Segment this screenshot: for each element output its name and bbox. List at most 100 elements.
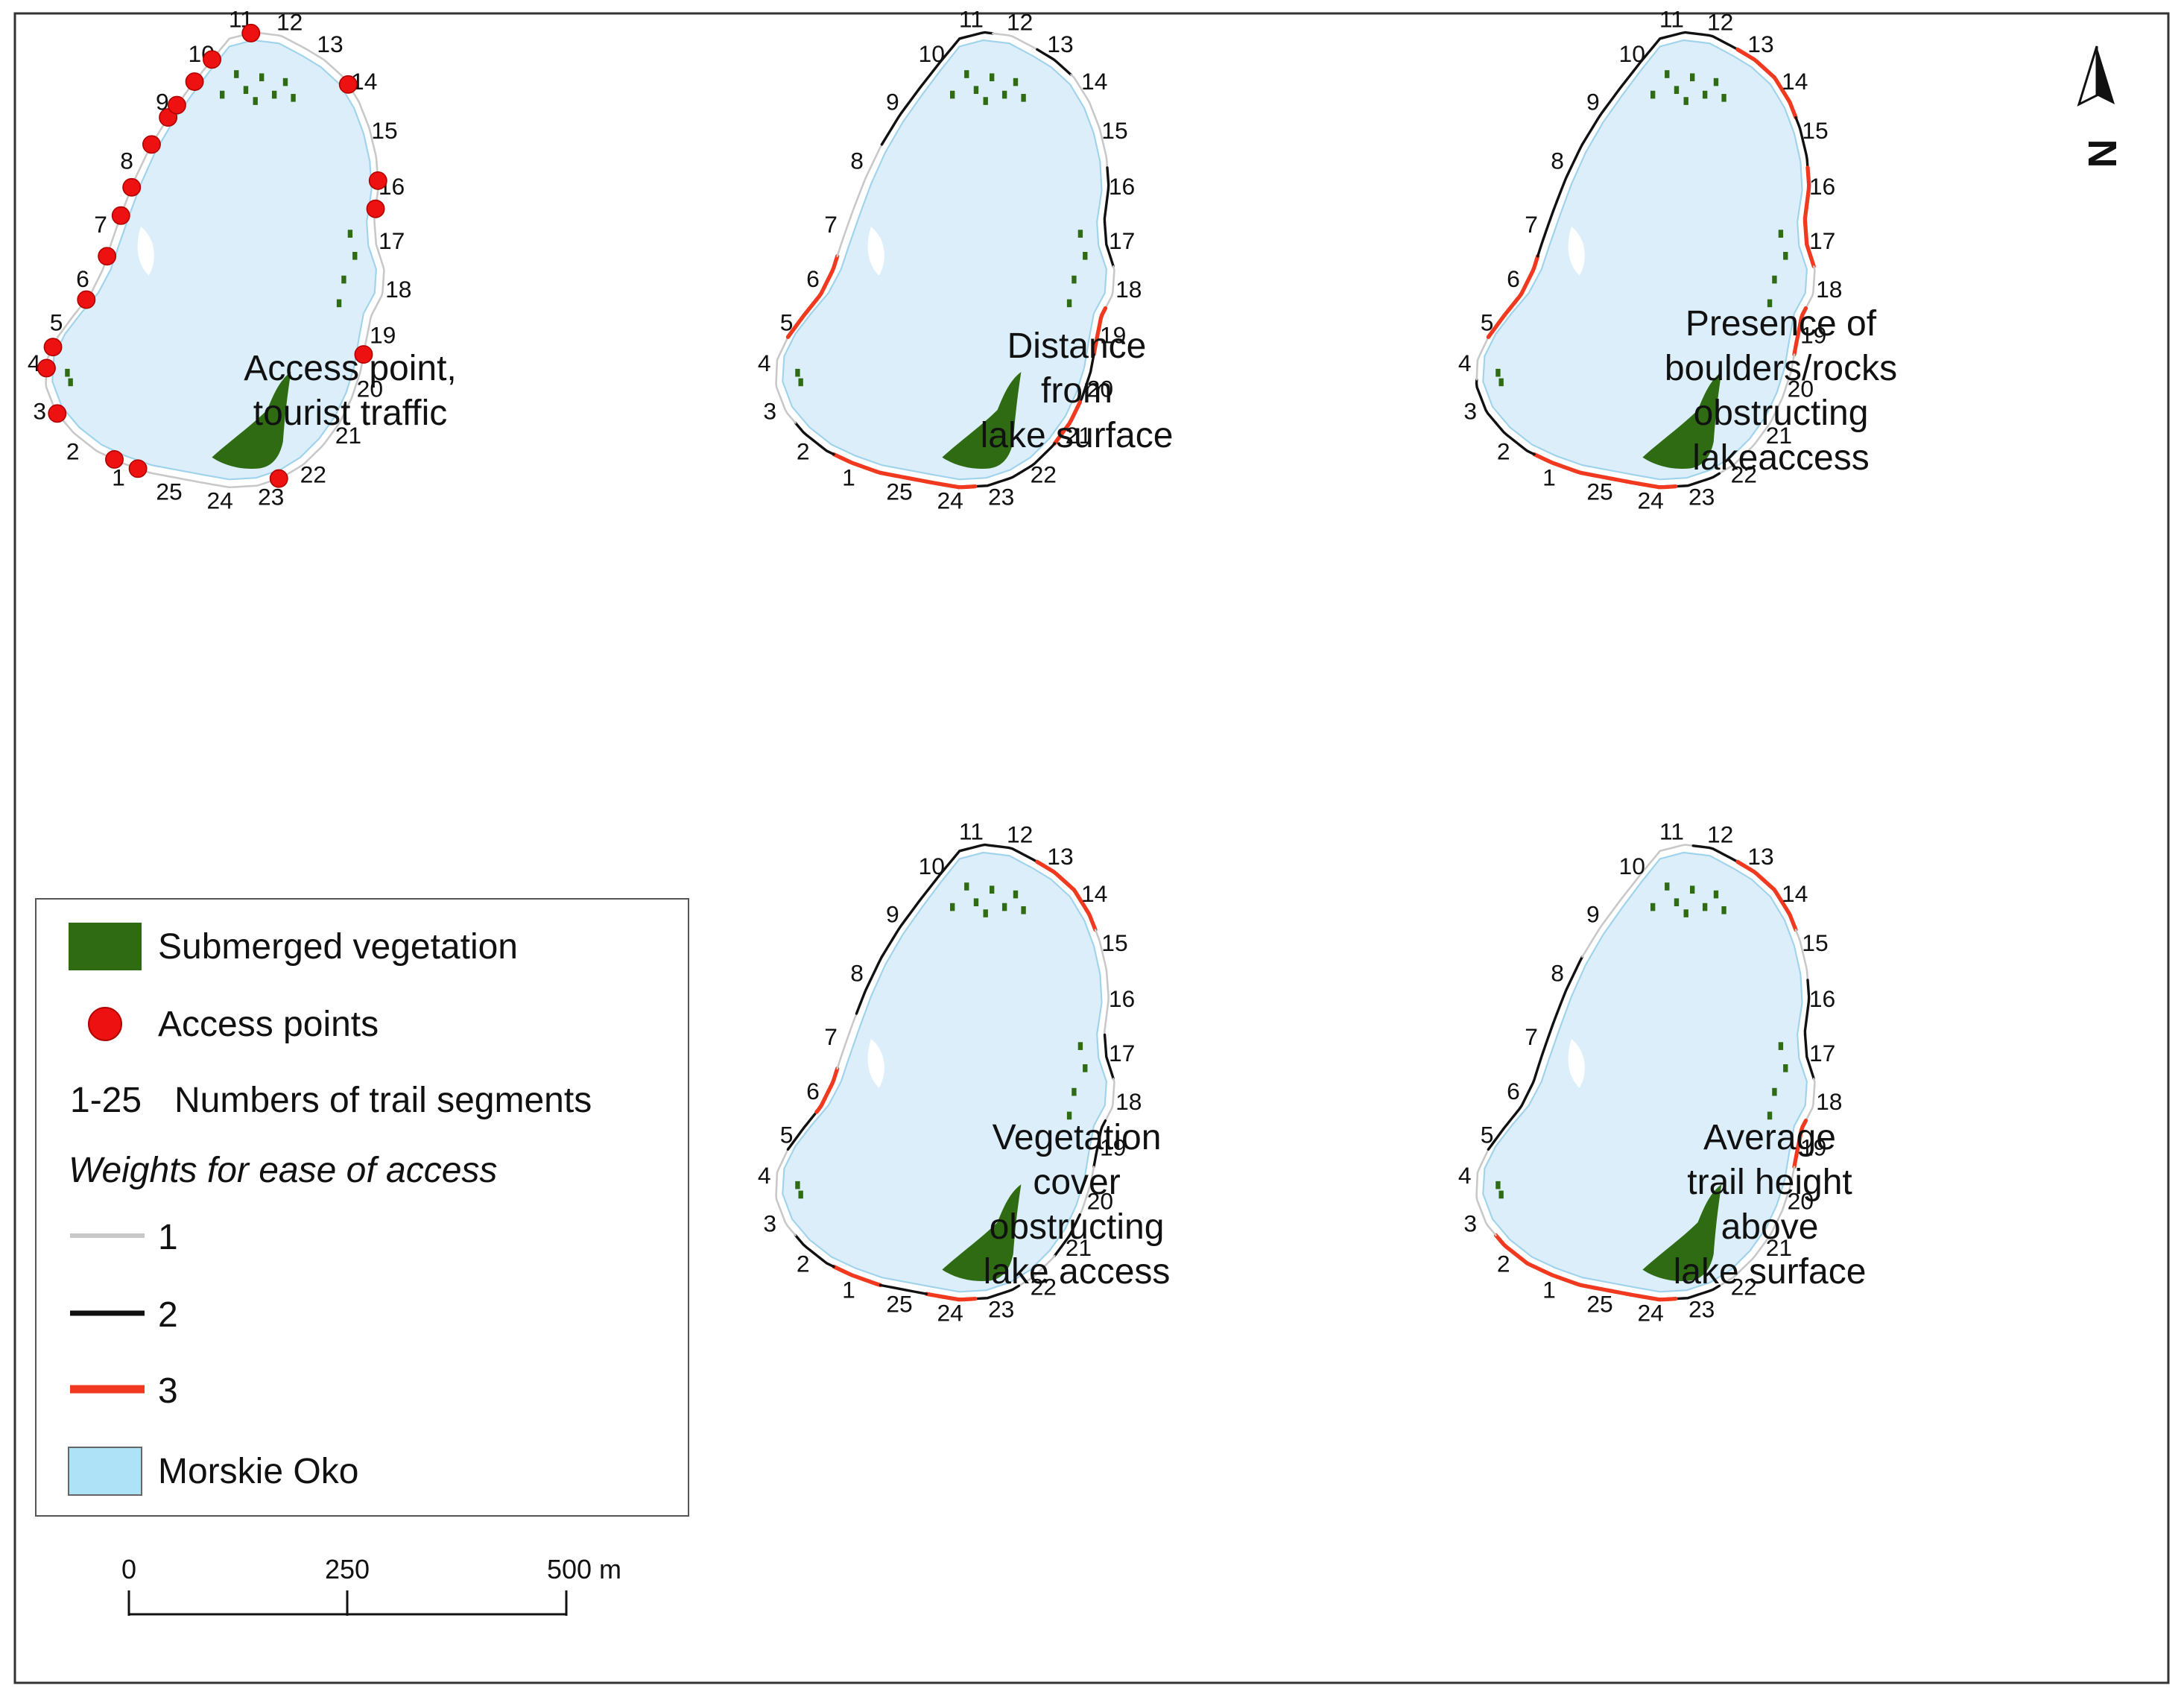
vegetation-spot [65,368,70,377]
vegetation-spot [1072,1087,1077,1096]
vegetation-spot [1713,78,1719,86]
segment-number-label: 19 [1100,322,1126,349]
vegetation-spot [1495,1181,1501,1189]
trail-segment-22 [1718,442,1756,475]
segment-number-label: 7 [824,211,838,238]
trail-segment-24 [1624,479,1678,490]
vegetation-spot [983,97,988,105]
submerged-vegetation-patch [942,1184,1022,1281]
access-point [128,459,148,478]
trail-segment-20 [1779,353,1796,403]
trail-segment-3 [775,378,797,424]
vegetation-spot [68,378,73,387]
segment-number-label: 13 [1047,843,1073,870]
access-point [241,23,261,42]
segment-number-label: 24 [1637,1300,1663,1327]
segment-number-label: 19 [1800,322,1826,349]
trail-segment-24 [1624,1292,1678,1302]
map-title-line: Access point, [244,349,456,388]
vegetation-spot [1650,903,1656,911]
trail-segment-22 [1017,442,1057,475]
trail-segment-13 [1735,47,1774,78]
vegetation-spot [1072,275,1077,284]
segment-number-label: 24 [206,487,232,514]
trail-segment-14 [1769,72,1798,120]
map-title-line: Distance [1007,326,1147,366]
segment-number-label: 7 [94,211,107,238]
trail-segment-13 [306,48,342,76]
access-point [366,199,385,218]
segment-number-label: 20 [1087,376,1113,402]
legend-weights-heading: Weights for ease of access [69,1151,497,1190]
trail-segment-24 [195,480,247,488]
trail-segment-11 [949,843,994,863]
trail-segment-2 [64,422,105,455]
trail-segment-5 [1487,1110,1519,1151]
vegetation-spot [1690,885,1695,894]
trail-segment-24 [924,479,978,490]
trail-segment-22 [288,442,326,475]
lake-surface [1482,39,1808,481]
trail-segment-4 [775,335,789,381]
vegetation-spot [1772,275,1777,284]
segment-number-label: 21 [1766,1234,1792,1261]
submerged-vegetation-patch [1642,1184,1722,1281]
trail-segment-10 [914,48,952,95]
legend-label-access-points: Access points [158,1005,379,1044]
trail-segment-19 [1092,306,1108,357]
segment-number-label: 10 [919,853,945,879]
trail-segment-11 [1650,844,1694,863]
trail-segment-21 [323,401,351,445]
map-title-line: cover [1033,1163,1120,1202]
lake-surface [51,39,377,481]
segment-number-label: 17 [1109,227,1135,254]
vegetation-spot [1498,1190,1504,1199]
segment-number-label: 25 [886,478,912,505]
vegetation-spot [1713,890,1719,899]
trail-segment-12 [1691,32,1739,51]
vegetation-spot [964,882,969,891]
segment-number-label: 7 [824,1023,838,1050]
access-point [98,247,117,266]
segment-number-label: 18 [1115,276,1142,303]
segment-number-label: 11 [959,5,984,32]
trail-segment-17 [1103,1033,1115,1081]
trail-segment-14 [1769,885,1798,932]
trail-segment-5 [1486,297,1519,339]
segment-number-label: 18 [1115,1088,1142,1115]
vegetation-spot [352,251,358,260]
trail-segment-16 [1104,979,1110,1036]
trail-segment-16 [1802,165,1811,225]
shore-notch [1568,1039,1585,1088]
trail-segment-15 [1094,929,1109,982]
segment-number-label: 3 [1463,1210,1477,1236]
segment-number-label: 15 [371,117,397,144]
vegetation-spot [1772,1087,1777,1096]
segment-number-label: 25 [1586,1290,1612,1317]
vegetation-spot [990,885,995,894]
vegetation-spot [1665,882,1670,891]
vegetation-spot [271,90,277,99]
trail-segment-20 [1079,1166,1095,1216]
map-title-line: obstructing [1694,394,1869,433]
shore-notch [137,227,154,276]
vegetation-spot [243,86,249,94]
map-title-line: from [1041,371,1112,411]
segment-number-label: 6 [806,1078,820,1105]
segment-number-label: 9 [156,88,169,115]
map-title-line: trail height [1687,1163,1852,1202]
trail-segment-15 [1794,929,1809,982]
vegetation-spot [1783,1064,1788,1072]
trail-segment-1 [832,452,883,475]
north-arrow-label: N [2080,139,2125,168]
segment-number-label: 22 [1731,1273,1757,1300]
trail-segment-10 [1615,48,1653,95]
vegetation-spot [1021,906,1026,914]
segment-number-label: 3 [763,1210,776,1236]
trail-segment-15 [1794,116,1809,169]
trail-segment-14 [1069,885,1098,932]
